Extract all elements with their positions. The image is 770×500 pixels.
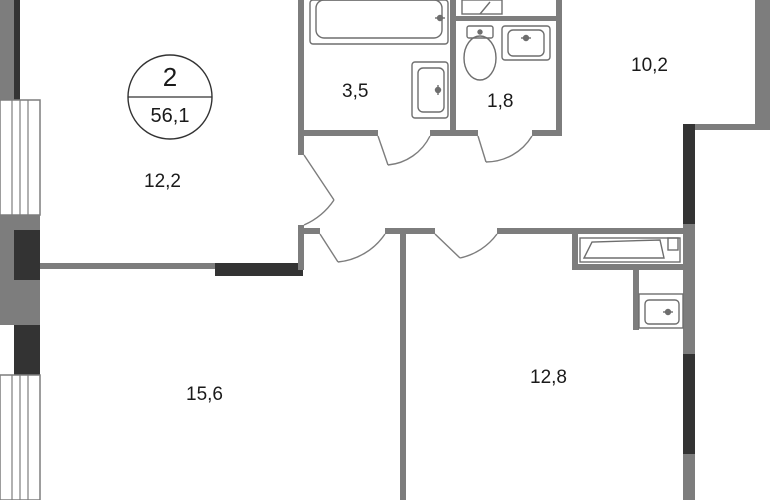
washbasin-top-icon xyxy=(461,0,503,15)
rooms-count: 2 xyxy=(162,62,178,92)
room-area-bottom-right: 12,8 xyxy=(530,367,567,388)
room-area-bottom-left: 15,6 xyxy=(186,384,223,405)
room-area-toilet: 1,8 xyxy=(487,91,514,112)
apartment-badge xyxy=(127,54,213,140)
toilet-sink-icon xyxy=(501,25,551,61)
window-left-upper xyxy=(0,99,41,216)
bathtub-icon xyxy=(309,0,449,45)
washing-machine-icon xyxy=(579,237,681,263)
wardrobe-sink-icon xyxy=(638,293,684,329)
bathroom-sink-icon xyxy=(411,61,449,119)
room-area-bathroom: 3,5 xyxy=(342,81,369,102)
room-area-kitchen: 10,2 xyxy=(631,55,668,76)
left-exterior-wall xyxy=(0,0,40,500)
room-area-top-left: 12,2 xyxy=(144,171,181,192)
toilet-icon xyxy=(463,25,497,81)
doors xyxy=(303,135,533,263)
total-area: 56,1 xyxy=(150,105,190,127)
interior-walls xyxy=(40,0,770,500)
window-left-lower xyxy=(0,374,41,500)
